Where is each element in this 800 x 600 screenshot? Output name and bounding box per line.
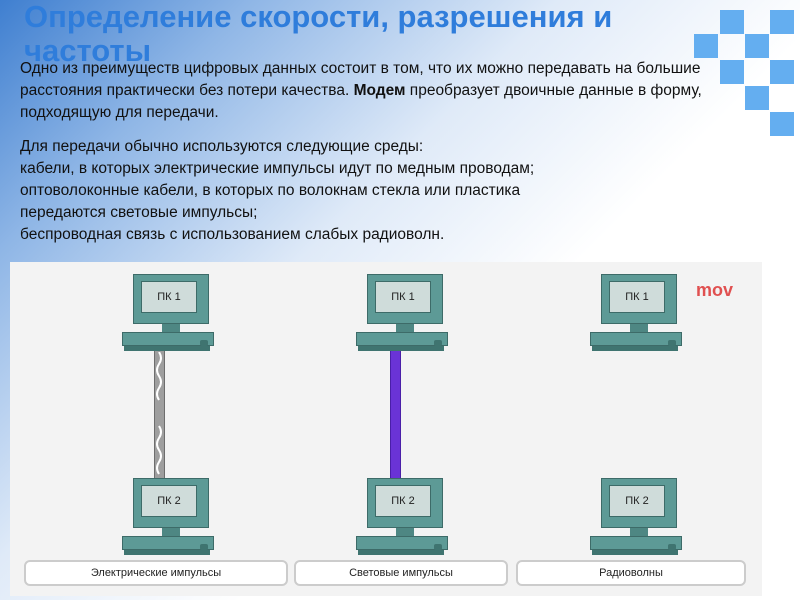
caption-wireless: Радиоволны xyxy=(516,560,746,586)
slide-title: Определение скорости, разрешения и часто… xyxy=(24,0,613,68)
fiber-cable xyxy=(390,348,401,482)
pc-wireless-top: ПК 1 xyxy=(590,274,690,358)
pc-label: ПК 1 xyxy=(609,281,665,313)
pc-label: ПК 1 xyxy=(375,281,431,313)
pc-label: ПК 1 xyxy=(141,281,197,313)
pc-fiber-bottom: ПК 2 xyxy=(356,478,456,562)
media-line: передаются световые импульсы; xyxy=(20,204,258,221)
media-line: Для передачи обычно используются следующ… xyxy=(20,138,424,155)
pc-label: ПК 2 xyxy=(141,485,197,517)
media-line: беспроводная связь с использованием слаб… xyxy=(20,226,445,243)
paragraph-intro-text: Одно из преимуществ цифровых данных сост… xyxy=(20,60,701,99)
media-line: кабели, в которых электрические импульсы… xyxy=(20,160,535,177)
caption-copper: Электрические импульсы xyxy=(24,560,288,586)
paragraph-intro-rest: преобразует двоичные данные в форму, под… xyxy=(20,82,702,121)
paragraph-intro: Одно из преимуществ цифровых данных сост… xyxy=(20,58,740,124)
pc-label: ПК 2 xyxy=(609,485,665,517)
modem-term: Модем xyxy=(353,82,406,99)
paragraph-media: Для передачи обычно используются следующ… xyxy=(20,136,740,246)
pc-copper-top: ПК 1 xyxy=(122,274,222,358)
transmission-media-diagram: ПК 1 ПК 2 ПК 1 ПК 2 ПК 1 ПК 2 mov Электр… xyxy=(10,262,762,596)
caption-fiber: Световые импульсы xyxy=(294,560,508,586)
mov-badge[interactable]: mov xyxy=(696,280,734,300)
pc-fiber-top: ПК 1 xyxy=(356,274,456,358)
pc-copper-bottom: ПК 2 xyxy=(122,478,222,562)
pc-wireless-bottom: ПК 2 xyxy=(590,478,690,562)
media-line: оптоволоконные кабели, в которых по воло… xyxy=(20,182,521,199)
pc-label: ПК 2 xyxy=(375,485,431,517)
